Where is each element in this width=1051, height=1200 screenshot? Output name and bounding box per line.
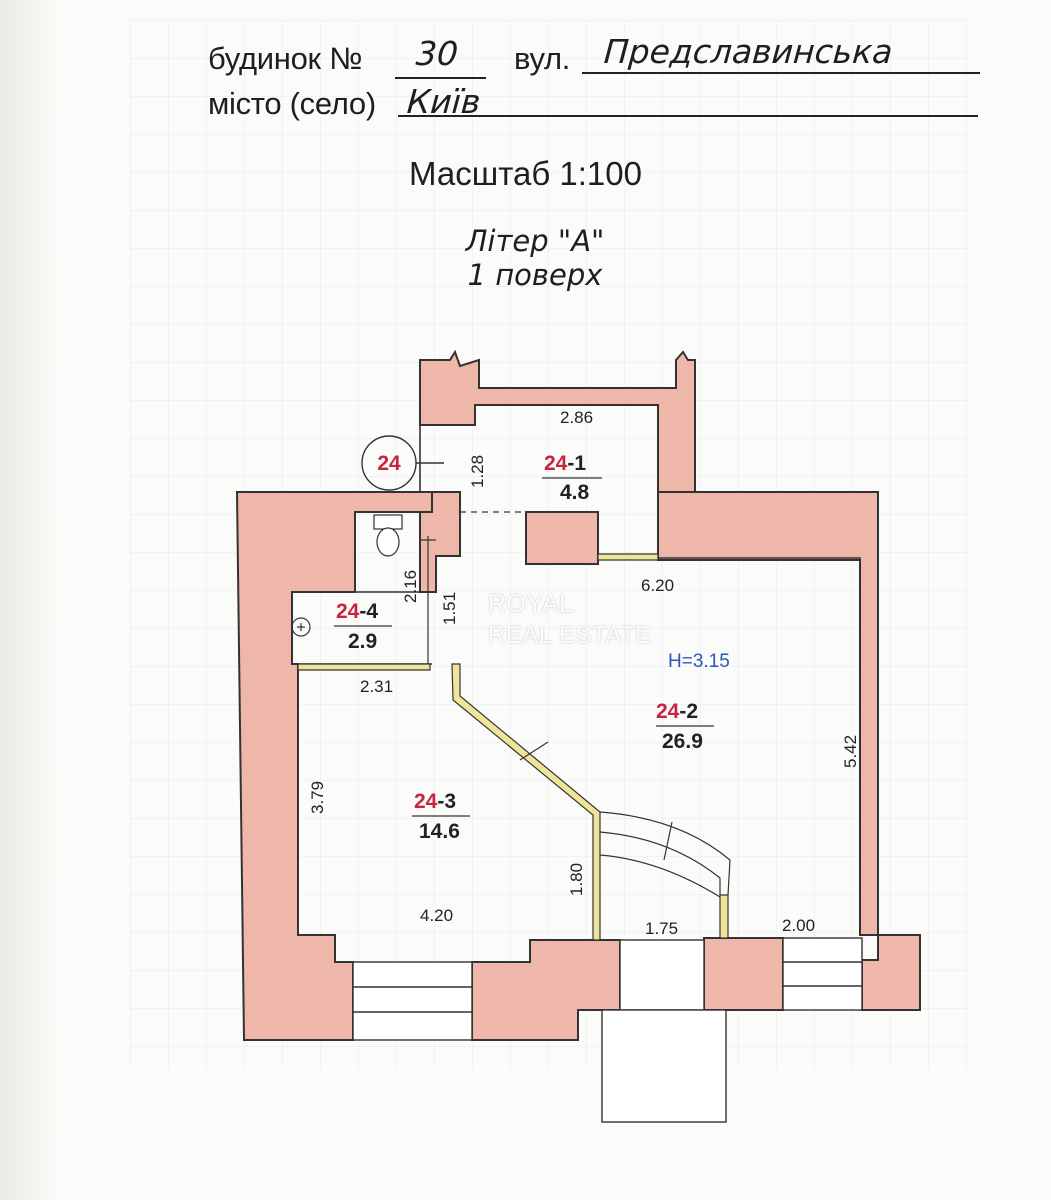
apartment-number: 24 (377, 452, 401, 475)
svg-text:24-2: 24-2 (656, 700, 698, 723)
dim-5-42: 5.42 (841, 735, 860, 768)
dim-3-79: 3.79 (308, 781, 327, 814)
house-number-underline (395, 77, 486, 79)
door-arc-inner (599, 831, 721, 895)
dim-6-20: 6.20 (641, 576, 674, 595)
floor-title: 1 поверх (467, 258, 603, 292)
dim-2-31: 2.31 (360, 677, 393, 696)
liter-title: Літер "А" (465, 224, 605, 258)
partition-door-right (719, 894, 729, 939)
city-underline (398, 115, 978, 117)
openings (352, 937, 863, 1123)
door-arc-outer (599, 811, 731, 896)
door-details (420, 511, 731, 898)
stair-line (420, 536, 436, 664)
entrance-steps (601, 1009, 727, 1123)
room-area: 26.9 (662, 730, 703, 753)
room-label-24-1: 24-1 4.8 (542, 452, 602, 504)
city-label: місто (село) (208, 86, 376, 121)
dimensions: 2.86 1.28 6.20 2.16 1.51 2.31 3.79 5.42 … (308, 408, 860, 938)
door-leaf-1 (599, 854, 721, 898)
partition-diagonal (451, 663, 601, 941)
toilet-tank (373, 514, 403, 530)
room-area: 14.6 (419, 820, 460, 843)
room-label-24-3: 24-3 14.6 (412, 790, 470, 843)
room-area: 4.8 (560, 481, 590, 504)
window-right (782, 937, 863, 1011)
door-tick (519, 741, 549, 761)
entrance-door (619, 939, 705, 1011)
dim-2-16: 2.16 (401, 570, 420, 603)
door-swing (663, 821, 673, 861)
scale-label: Масштаб 1:100 (409, 155, 642, 192)
left-shaft-wall (419, 349, 696, 493)
watermark-brand: ROYAL (488, 590, 574, 618)
street-label: вул. (514, 41, 571, 76)
room-suffix: -4 (359, 600, 378, 623)
svg-text:24-4: 24-4 (336, 600, 378, 623)
column-block (525, 511, 599, 565)
toilet-bowl (376, 527, 400, 557)
room-suffix: -1 (567, 452, 586, 475)
room-label-24-2: 24-2 26.9 (656, 700, 714, 753)
room-label-24-4: 24-4 2.9 (334, 600, 392, 653)
street-underline (582, 72, 980, 74)
dim-2-86: 2.86 (560, 408, 593, 427)
dim-2-00: 2.00 (782, 916, 815, 935)
ceiling-height: H=3.15 (668, 651, 730, 672)
room-24-1-outline (475, 404, 659, 492)
window-left (352, 961, 473, 1041)
dim-1-75: 1.75 (645, 919, 678, 938)
dim-1-28: 1.28 (468, 455, 487, 488)
page-edge-shadow (0, 0, 60, 1200)
room-suffix: -2 (679, 700, 698, 723)
room-prefix: 24 (336, 600, 360, 623)
partitions (297, 553, 729, 941)
sink-icon (291, 617, 311, 637)
room-area: 2.9 (348, 630, 377, 653)
room-prefix: 24 (544, 452, 568, 475)
room-24-2-outline (598, 557, 861, 935)
partition-top (597, 553, 659, 561)
room-suffix: -3 (437, 790, 456, 813)
room-prefix: 24 (656, 700, 680, 723)
partition-24-4 (297, 663, 431, 671)
bottom-wall-left (471, 939, 621, 1041)
room-prefix: 24 (414, 790, 438, 813)
watermark-tagline: REAL ESTATE (488, 622, 652, 649)
svg-text:24-1: 24-1 (544, 452, 586, 475)
house-label: будинок № (208, 41, 363, 76)
bottom-wall-mid (703, 937, 784, 1011)
dim-1-51: 1.51 (440, 592, 459, 625)
dim-1-80: 1.80 (567, 863, 586, 896)
fixtures (291, 514, 403, 637)
dim-4-20: 4.20 (420, 906, 453, 925)
svg-text:24-3: 24-3 (414, 790, 456, 813)
